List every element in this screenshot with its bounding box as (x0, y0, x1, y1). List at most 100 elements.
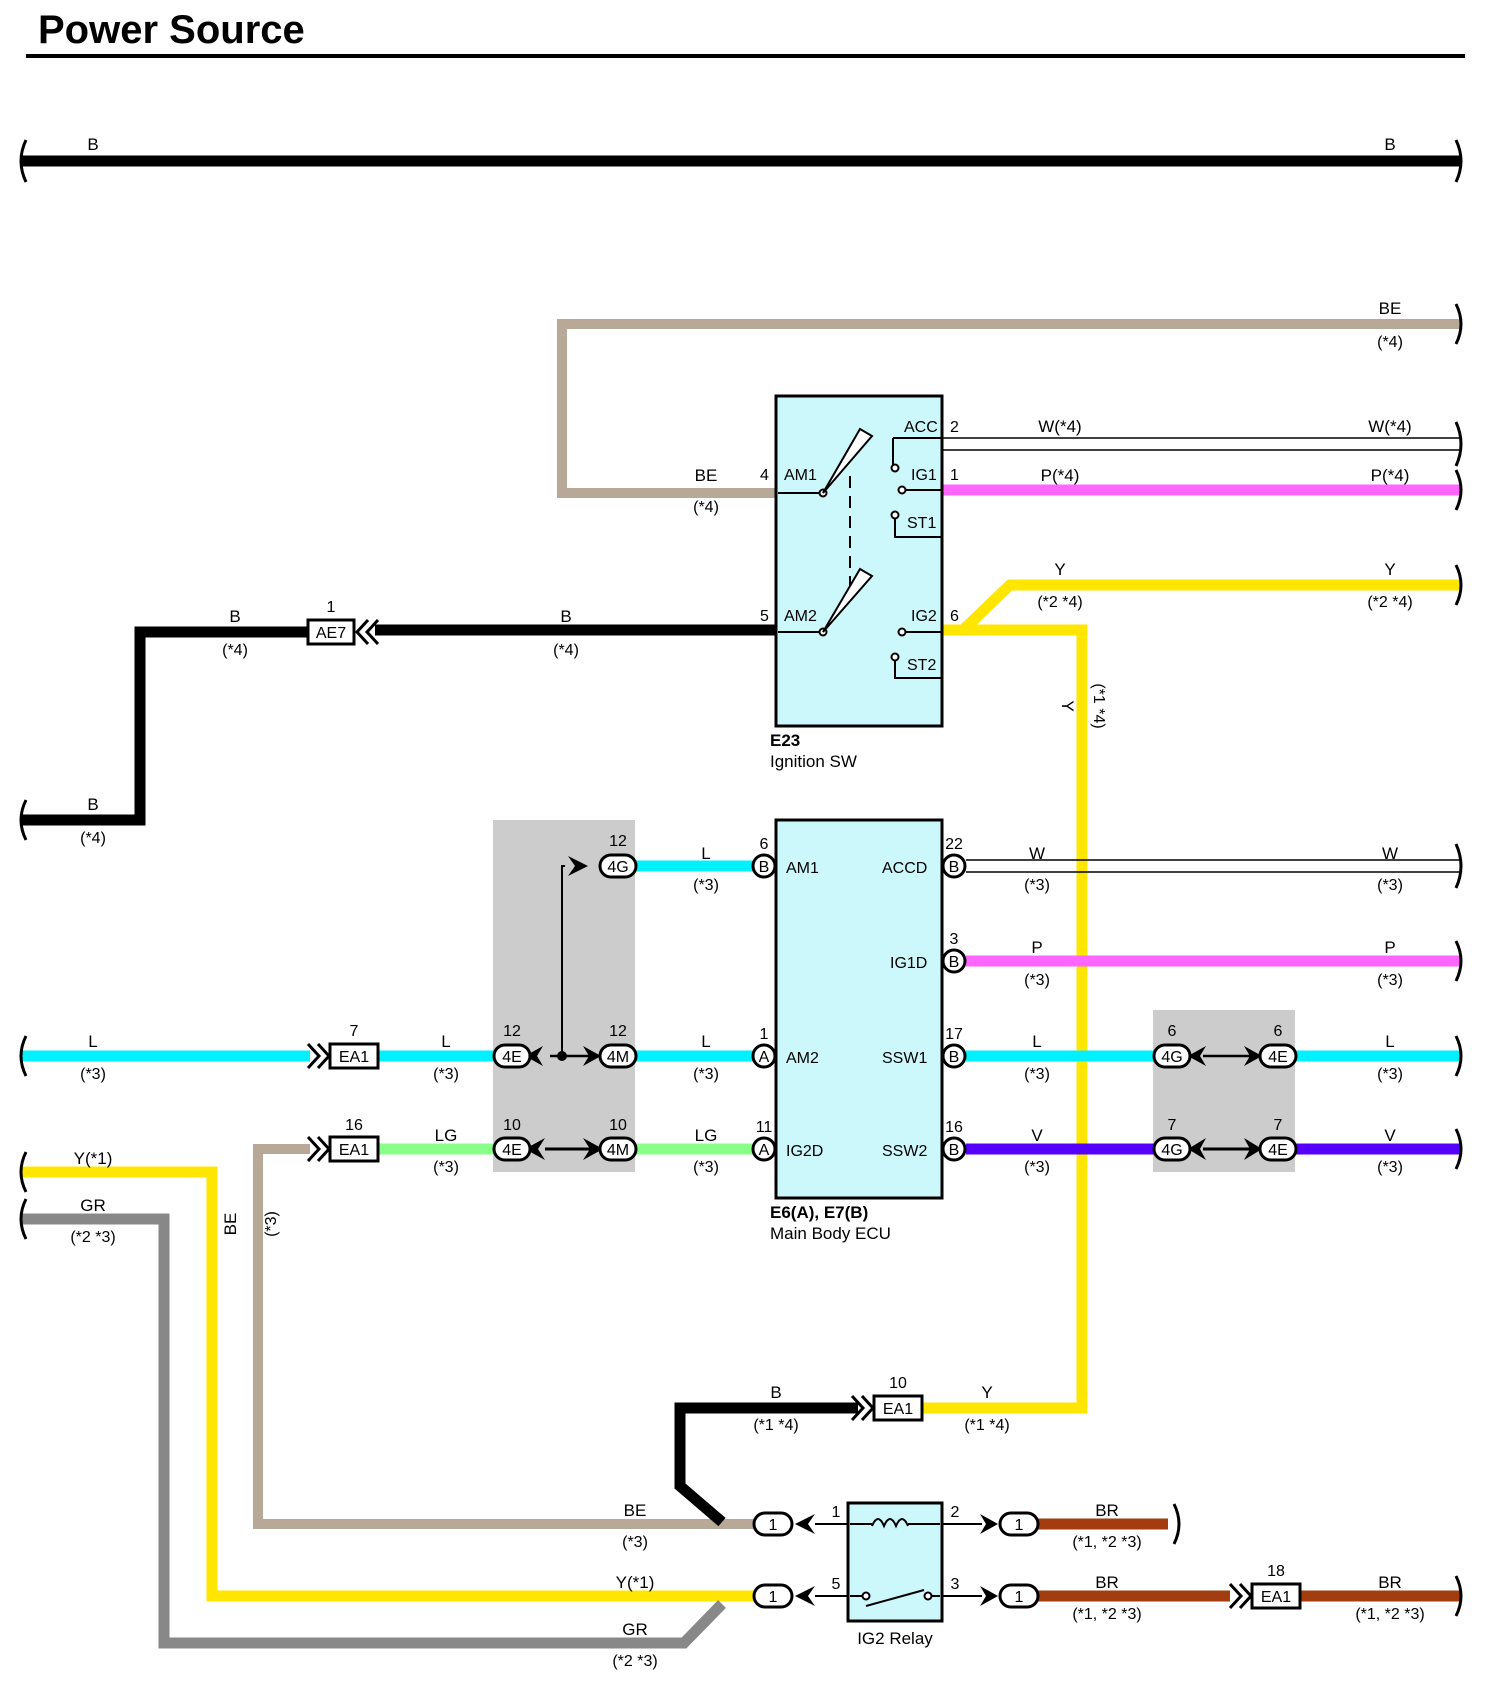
relay-conn-1c: 1 (1015, 1517, 1024, 1534)
svg-text:(*1, *2 *3): (*1, *2 *3) (1355, 1606, 1424, 1623)
svg-text:W(*4): W(*4) (1368, 417, 1411, 436)
relay-pin-2: 2 (951, 1504, 960, 1521)
svg-text:BE: BE (695, 466, 718, 485)
ecu-conn-b-ssw2: B (949, 1142, 960, 1159)
splice-4e-lg: 4E (502, 1142, 522, 1159)
ecu-pin-ssw1: SSW1 (882, 1050, 927, 1067)
relay-connector-pills (752, 1511, 1040, 1609)
connector-ea1-br-label: EA1 (1261, 1589, 1291, 1606)
svg-text:(*1 *4): (*1 *4) (964, 1417, 1009, 1434)
ecu-pin-accd: ACCD (882, 860, 927, 877)
connector-ae7 (306, 618, 356, 646)
svg-text:10: 10 (503, 1117, 521, 1134)
svg-text:(*3): (*3) (1377, 877, 1403, 894)
ignition-pin-am1: AM1 (784, 467, 817, 484)
svg-text:10: 10 (609, 1117, 627, 1134)
ecu-conn-b-ssw1: B (949, 1049, 960, 1066)
svg-text:B: B (560, 607, 571, 626)
svg-text:(*2 *3): (*2 *3) (612, 1653, 657, 1670)
svg-text:GR: GR (622, 1620, 648, 1639)
svg-text:12: 12 (609, 833, 627, 850)
ecu-pin-am2: AM2 (786, 1050, 819, 1067)
svg-text:Y: Y (1058, 700, 1077, 711)
svg-text:(*1, *2 *3): (*1, *2 *3) (1072, 1534, 1141, 1551)
svg-text:(*1, *2 *3): (*1, *2 *3) (1072, 1606, 1141, 1623)
ignition-pin-num-4: 4 (760, 467, 769, 484)
connector-ae7-pin: 1 (327, 599, 336, 616)
ecu-conn-b-am1: B (759, 859, 770, 876)
svg-text:LG: LG (695, 1126, 718, 1145)
ignition-pin-num-1: 1 (950, 467, 959, 484)
relay-pin-1: 1 (832, 1504, 841, 1521)
svg-text:(*3): (*3) (1024, 1066, 1050, 1083)
svg-text:Y: Y (1054, 560, 1065, 579)
svg-text:L: L (1385, 1032, 1394, 1051)
connector-ea1-br (1250, 1582, 1302, 1610)
svg-text:GR: GR (80, 1196, 106, 1215)
svg-text:W(*4): W(*4) (1038, 417, 1081, 436)
connector-ea1-l-pin: 7 (350, 1023, 359, 1040)
svg-text:(*4): (*4) (222, 642, 248, 659)
svg-text:(*3): (*3) (263, 1211, 280, 1237)
svg-text:7: 7 (1274, 1117, 1283, 1134)
svg-text:Y(*1): Y(*1) (74, 1149, 113, 1168)
ecu-pinnum-16: 16 (945, 1119, 963, 1136)
svg-text:(*3): (*3) (1377, 972, 1403, 989)
svg-text:B: B (229, 607, 240, 626)
wire-b14 (674, 1402, 858, 1527)
svg-text:12: 12 (609, 1023, 627, 1040)
svg-text:(*3): (*3) (622, 1534, 648, 1551)
svg-text:7: 7 (1168, 1117, 1177, 1134)
svg-text:(*3): (*3) (693, 1159, 719, 1176)
svg-text:(*4): (*4) (1377, 334, 1403, 351)
ig2-relay-name: IG2 Relay (857, 1629, 933, 1648)
svg-text:BE: BE (221, 1213, 240, 1236)
wire-b-left (22, 626, 308, 826)
svg-text:(*3): (*3) (1377, 1159, 1403, 1176)
svg-text:(*3): (*3) (80, 1066, 106, 1083)
ecu-pinnum-6: 6 (760, 836, 769, 853)
ecu-pin-circles (751, 853, 967, 1162)
svg-text:6: 6 (1168, 1023, 1177, 1040)
svg-text:(*4): (*4) (693, 499, 719, 516)
connector-ae7-label: AE7 (316, 625, 346, 642)
ignition-pin-acc: ACC (904, 419, 938, 436)
svg-text:Y(*1): Y(*1) (616, 1573, 655, 1592)
svg-text:(*1 *4): (*1 *4) (1090, 683, 1107, 728)
svg-text:6: 6 (1274, 1023, 1283, 1040)
splice-4e-r-v: 4E (1268, 1142, 1288, 1159)
splice-4m-lg: 4M (607, 1142, 629, 1159)
ignition-pin-num-6: 6 (950, 608, 959, 625)
connector-ea1-y-pin: 10 (889, 1375, 907, 1392)
svg-text:Y: Y (1384, 560, 1395, 579)
svg-text:(*3): (*3) (693, 1066, 719, 1083)
ecu-name: Main Body ECU (770, 1224, 891, 1243)
splice-connector-pills (492, 853, 1298, 1162)
ignition-pin-ig2: IG2 (911, 608, 937, 625)
svg-text:B: B (1384, 135, 1395, 154)
ecu-pin-ssw2: SSW2 (882, 1143, 927, 1160)
junction-block-left (493, 820, 635, 1172)
ecu-pinnum-11: 11 (756, 1119, 773, 1136)
svg-text:W: W (1382, 844, 1398, 863)
splice-4g-top: 4G (607, 859, 628, 876)
wire-be-am1 (557, 319, 1460, 498)
ecu-conn-b-accd: B (949, 859, 960, 876)
svg-text:(*3): (*3) (1024, 1159, 1050, 1176)
wire-labels: B B BE (*4) BE (*4) W(*4) W(*4) P(*4) P(… (70, 135, 1424, 1670)
svg-text:(*1 *4): (*1 *4) (753, 1417, 798, 1434)
ignition-switch-code: E23 (770, 731, 800, 750)
ecu-code: E6(A), E7(B) (770, 1203, 868, 1222)
connector-ea1-l-label: EA1 (339, 1049, 369, 1066)
splice-4g-v: 4G (1161, 1142, 1182, 1159)
relay-pin-5: 5 (832, 1576, 841, 1593)
svg-text:L: L (441, 1032, 450, 1051)
connector-ea1-be (328, 1135, 380, 1163)
svg-text:B: B (770, 1383, 781, 1402)
svg-text:12: 12 (503, 1023, 521, 1040)
svg-text:L: L (88, 1032, 97, 1051)
wire-gr (22, 1213, 726, 1649)
svg-text:LG: LG (435, 1126, 458, 1145)
ecu-conn-a-ig2d: A (759, 1142, 770, 1159)
